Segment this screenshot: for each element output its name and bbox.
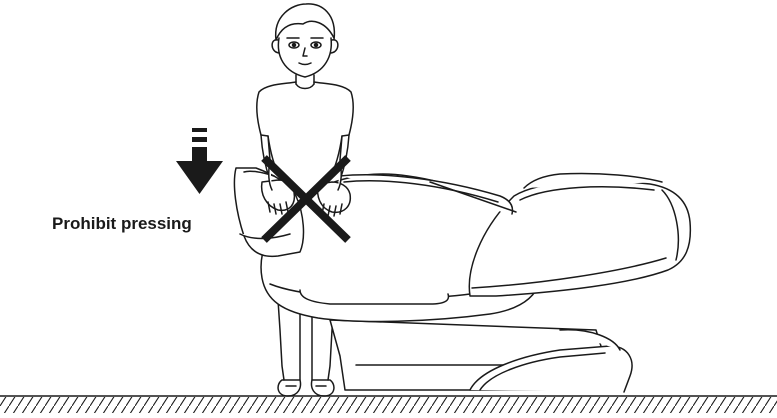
prohibit-pressing-label: Prohibit pressing <box>52 214 192 234</box>
down-arrow-icon <box>176 128 223 194</box>
floor <box>0 396 777 413</box>
